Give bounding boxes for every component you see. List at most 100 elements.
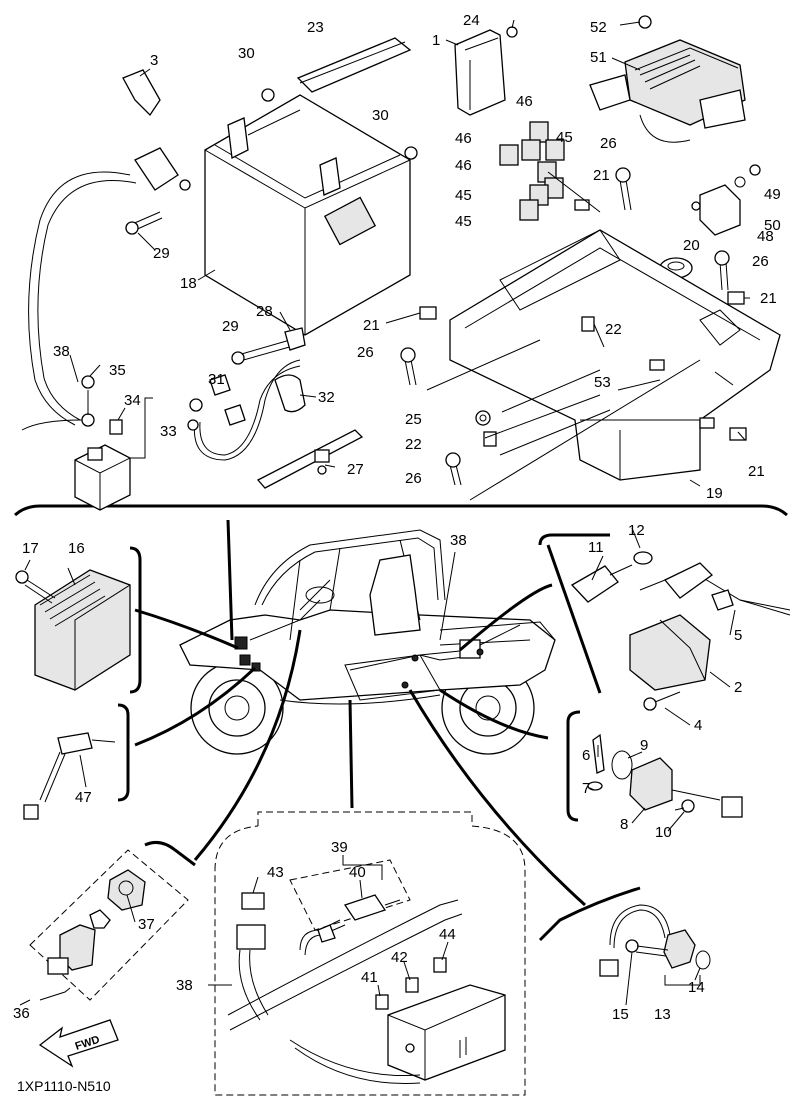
callout-21-lower: 21 <box>748 463 765 480</box>
callout-13: 13 <box>654 1006 671 1023</box>
battery <box>204 94 411 336</box>
callout-38-vehicle: 38 <box>450 532 467 549</box>
callout-45-b: 45 <box>455 187 472 204</box>
callout-38-detail: 38 <box>176 977 193 994</box>
bolt-26-right <box>714 250 730 291</box>
callout-37: 37 <box>138 916 155 933</box>
right-parts-upper <box>538 533 791 711</box>
top-section <box>13 15 789 517</box>
relay-cluster <box>499 121 565 221</box>
callout-18: 18 <box>180 275 197 292</box>
callout-15: 15 <box>612 1006 629 1023</box>
clip-21-left <box>419 306 437 320</box>
bolt-17 <box>15 570 56 604</box>
callout-53: 53 <box>594 374 611 391</box>
callout-47: 47 <box>75 789 92 806</box>
bolt-26-mid <box>400 347 417 386</box>
ecu-bracket <box>454 26 518 116</box>
callout-3: 3 <box>150 52 158 69</box>
callout-29-mid: 29 <box>222 318 239 335</box>
speed-sensor <box>23 703 130 820</box>
fuse-box-detail <box>208 811 526 1096</box>
callout-43: 43 <box>267 864 284 881</box>
callout-7: 7 <box>582 780 590 797</box>
callout-46-a: 46 <box>516 93 533 110</box>
sensor-48 <box>691 164 761 236</box>
callout-29-left: 29 <box>153 245 170 262</box>
clip-22-upper <box>581 316 595 332</box>
callout-labels: 1 2 3 4 5 6 7 8 9 10 11 12 13 14 15 16 1… <box>13 12 781 1023</box>
callout-26-top: 26 <box>600 135 617 152</box>
callout-34: 34 <box>124 392 141 409</box>
callout-5: 5 <box>734 627 742 644</box>
minus-lead <box>231 327 306 365</box>
callout-8: 8 <box>620 816 628 833</box>
callout-25: 25 <box>405 411 422 428</box>
callout-23: 23 <box>307 19 324 36</box>
callout-49: 49 <box>764 186 781 203</box>
cable-stub <box>21 419 83 431</box>
callout-27: 27 <box>347 461 364 478</box>
callout-51: 51 <box>590 49 607 66</box>
callout-9: 9 <box>640 737 648 754</box>
bolt-30-left <box>261 88 275 102</box>
bolt-30-right <box>404 146 418 160</box>
callout-11: 11 <box>588 539 604 556</box>
cable-tie <box>256 429 364 489</box>
callout-1: 1 <box>432 32 440 49</box>
callout-38-top: 38 <box>53 343 70 360</box>
callout-31: 31 <box>208 371 225 388</box>
callout-48: 48 <box>757 228 774 245</box>
sub-harness <box>187 359 306 461</box>
callout-6: 6 <box>582 747 590 764</box>
callout-35: 35 <box>109 362 126 379</box>
callout-52: 52 <box>590 19 607 36</box>
callout-21-right: 21 <box>760 290 777 307</box>
callout-20: 20 <box>683 237 700 254</box>
callout-44: 44 <box>439 926 456 943</box>
leader-lines-right <box>19 527 736 1006</box>
cable-38-left <box>28 171 131 426</box>
callout-40: 40 <box>349 864 366 881</box>
callout-10: 10 <box>655 824 672 841</box>
callout-2: 2 <box>734 679 742 696</box>
callout-28: 28 <box>256 303 273 320</box>
terminal-boot <box>134 147 179 191</box>
callout-45-a: 45 <box>556 129 573 146</box>
starter-relay <box>74 375 131 511</box>
callout-24: 24 <box>463 12 480 29</box>
callout-36: 36 <box>13 1005 30 1022</box>
callout-46-b: 46 <box>455 130 472 147</box>
callout-26-right: 26 <box>752 253 769 270</box>
clip-21-top <box>574 199 590 211</box>
callout-26-mid: 26 <box>357 344 374 361</box>
callout-30-right: 30 <box>372 107 389 124</box>
connection-lines <box>134 519 587 907</box>
callout-22-lower: 22 <box>405 436 422 453</box>
callout-14: 14 <box>688 979 705 996</box>
clamp <box>122 69 161 117</box>
vehicle-illustration <box>179 529 556 755</box>
ecu-unit <box>589 15 746 143</box>
callout-32: 32 <box>318 389 335 406</box>
callout-30-left: 30 <box>238 45 255 62</box>
callout-17: 17 <box>22 540 39 557</box>
callout-41: 41 <box>361 969 378 986</box>
callout-39: 39 <box>331 839 348 856</box>
nut <box>475 410 491 426</box>
right-parts-lower <box>566 710 743 822</box>
callout-50: 50 <box>764 217 781 234</box>
neutral-switch-group <box>29 840 196 1001</box>
bolt-29-left <box>125 211 163 235</box>
crank-sensor <box>538 886 711 986</box>
callout-21-top: 21 <box>593 167 610 184</box>
leader-lines-top <box>69 19 750 501</box>
regulator-rectifier <box>15 546 142 694</box>
callout-45-c: 45 <box>455 213 472 230</box>
diagram-code: 1XP1110-N510 <box>17 1078 111 1094</box>
battery-tray <box>449 229 781 481</box>
bolt-26-bottom <box>445 452 462 486</box>
callout-21-left: 21 <box>363 317 380 334</box>
callout-19: 19 <box>706 485 723 502</box>
